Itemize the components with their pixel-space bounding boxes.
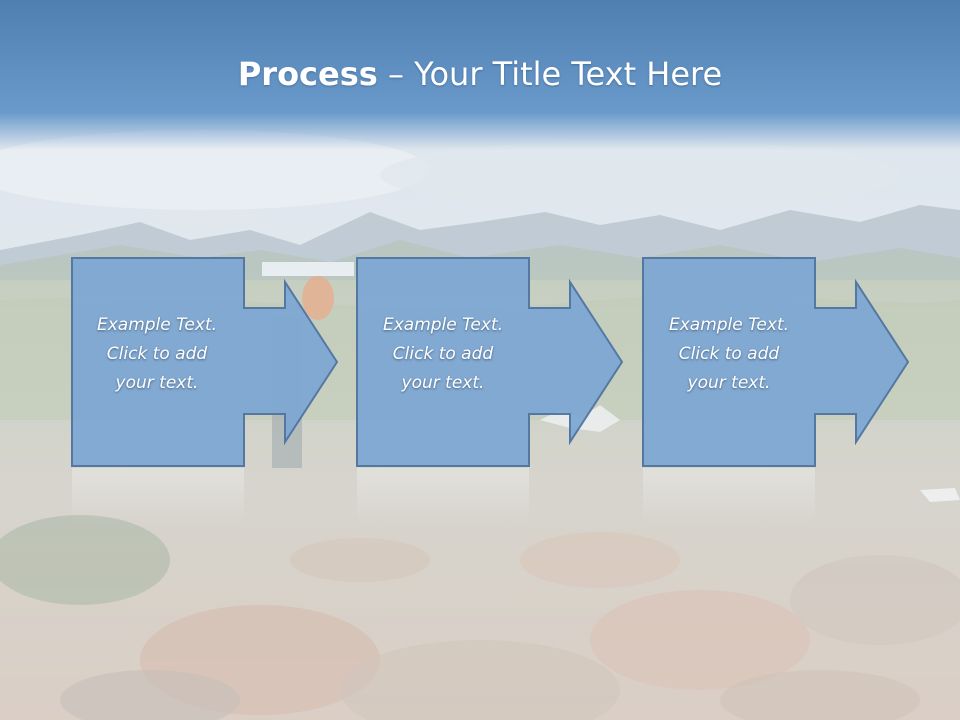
title-rest-text: – Your Title Text Here <box>387 55 723 93</box>
step-1-line-1: Example Text. <box>96 315 218 335</box>
step-3-line-2: Click to add <box>678 344 780 364</box>
step-3-line-1: Example Text. <box>668 315 790 335</box>
process-step-2-shape[interactable] <box>356 257 624 524</box>
step-2-line-1: Example Text. <box>382 315 504 335</box>
process-step-2-reflection <box>357 468 529 524</box>
step-1-line-3: your text. <box>115 373 199 393</box>
process-step-3-text[interactable]: Example Text. Click to add your text. <box>644 311 814 398</box>
process-step-1-reflection <box>72 468 244 524</box>
slide-title[interactable]: Process – Your Title Text Here <box>0 52 960 96</box>
process-step-1-shape[interactable] <box>71 257 339 524</box>
step-2-line-3: your text. <box>401 373 485 393</box>
title-bold-text: Process <box>237 55 378 93</box>
step-3-line-3: your text. <box>687 373 771 393</box>
title-band <box>0 0 960 150</box>
process-step-1-text[interactable]: Example Text. Click to add your text. <box>72 311 242 398</box>
step-1-line-2: Click to add <box>106 344 208 364</box>
step-2-line-2: Click to add <box>392 344 494 364</box>
process-step-3-reflection <box>643 468 815 524</box>
process-step-3-shape[interactable] <box>642 257 910 524</box>
process-step-2-text[interactable]: Example Text. Click to add your text. <box>358 311 528 398</box>
